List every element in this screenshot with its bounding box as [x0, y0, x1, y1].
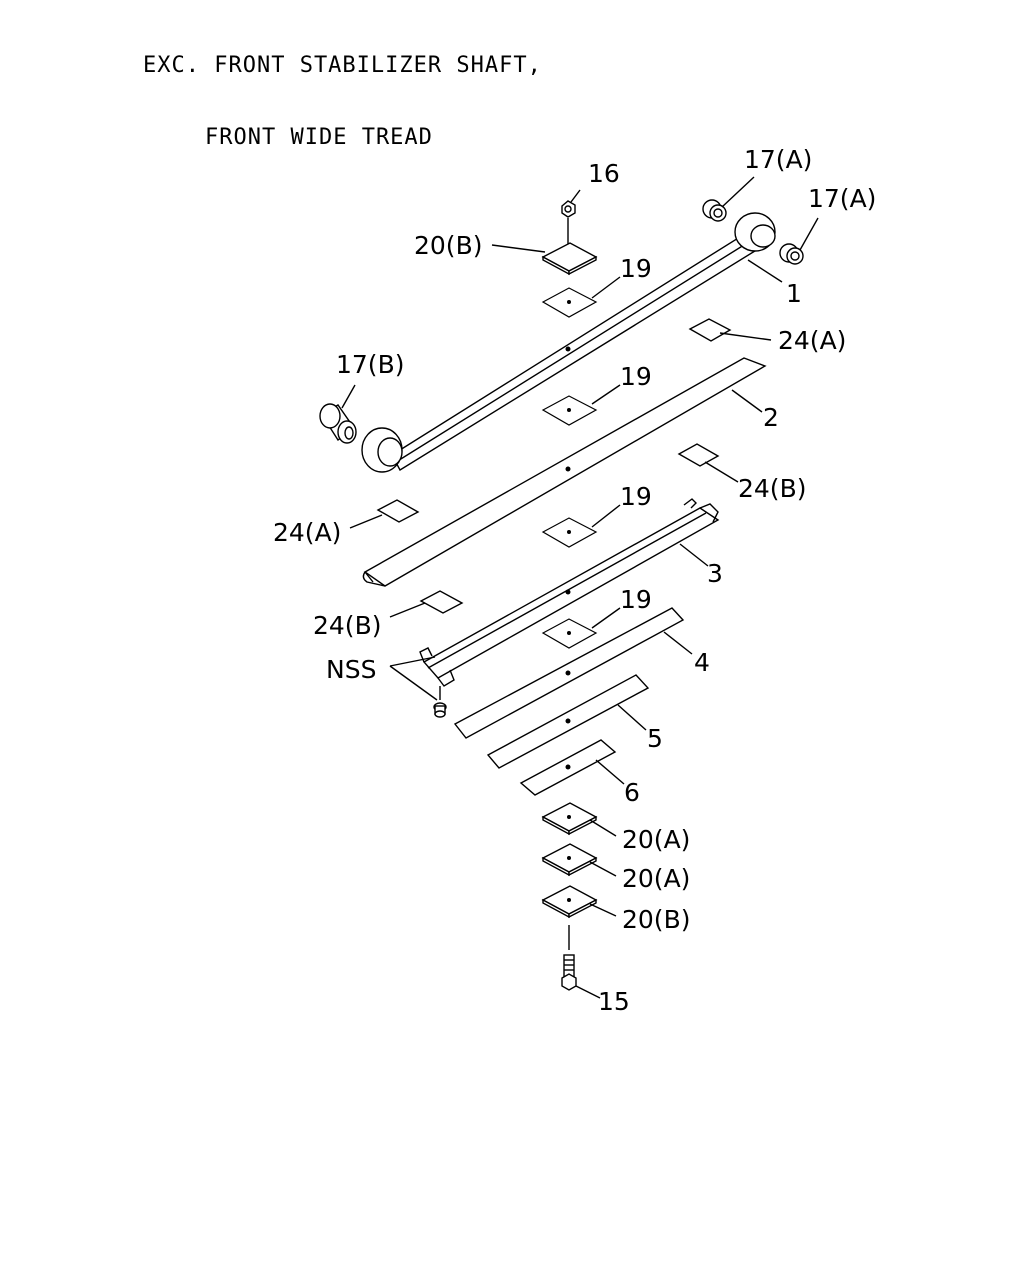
callout-20b-bottom: 20(B) — [622, 905, 690, 934]
callout-20a-1: 20(A) — [622, 825, 690, 854]
callout-17b: 17(B) — [336, 350, 404, 379]
plate-20b-top — [541, 242, 598, 276]
nut-16 — [561, 200, 576, 253]
callout-3: 3 — [707, 559, 723, 588]
leaf-spring-6 — [519, 739, 617, 796]
callout-19-2: 19 — [620, 362, 652, 391]
callout-2: 2 — [763, 403, 779, 432]
callout-17a-upper: 17(A) — [744, 145, 812, 174]
header-line-1: EXC. FRONT STABILIZER SHAFT, — [143, 53, 542, 78]
callout-24a-left: 24(A) — [273, 518, 341, 547]
callout-16: 16 — [588, 159, 620, 188]
pad-24b-left — [419, 590, 464, 614]
leaf-spring-2 — [362, 357, 767, 587]
callout-19-4: 19 — [620, 585, 652, 614]
callout-19-1: 19 — [620, 254, 652, 283]
callout-24b-right: 24(B) — [738, 474, 806, 503]
callout-nss: NSS — [326, 655, 376, 684]
rivet-nss — [433, 686, 447, 718]
plate-20a-1 — [541, 802, 598, 836]
leaf-spring-5 — [486, 674, 650, 769]
pad-24a-right — [688, 318, 732, 342]
callout-24a-right: 24(A) — [778, 326, 846, 355]
callout-20a-2: 20(A) — [622, 864, 690, 893]
pad-24b-right — [677, 443, 720, 467]
callout-15: 15 — [598, 987, 630, 1016]
callout-1: 1 — [786, 279, 802, 308]
callout-5: 5 — [647, 724, 663, 753]
pad-24a-left — [376, 499, 420, 523]
callout-6: 6 — [624, 778, 640, 807]
leaf-spring-4 — [453, 607, 685, 739]
bushing-17b — [319, 403, 357, 444]
callout-24b-left: 24(B) — [313, 611, 381, 640]
header-line-2: FRONT WIDE TREAD — [205, 125, 433, 150]
callout-17a-lower: 17(A) — [808, 184, 876, 213]
bushing-17a-upper — [702, 199, 727, 222]
plate-20a-2 — [541, 843, 598, 877]
leaf-eye-front — [361, 427, 403, 473]
callout-4: 4 — [694, 648, 710, 677]
callout-20b-top: 20(B) — [414, 231, 482, 260]
diagram-header: EXC. FRONT STABILIZER SHAFT, FRONT WIDE … — [143, 6, 542, 174]
leader-lines — [341, 176, 819, 999]
leaf-eye-rear — [734, 212, 776, 252]
bushing-17a-lower — [779, 243, 804, 265]
leaf-spring-3 — [419, 498, 720, 687]
bolt-15 — [561, 925, 577, 991]
callout-19-3: 19 — [620, 482, 652, 511]
plate-20b-bottom — [541, 885, 598, 919]
